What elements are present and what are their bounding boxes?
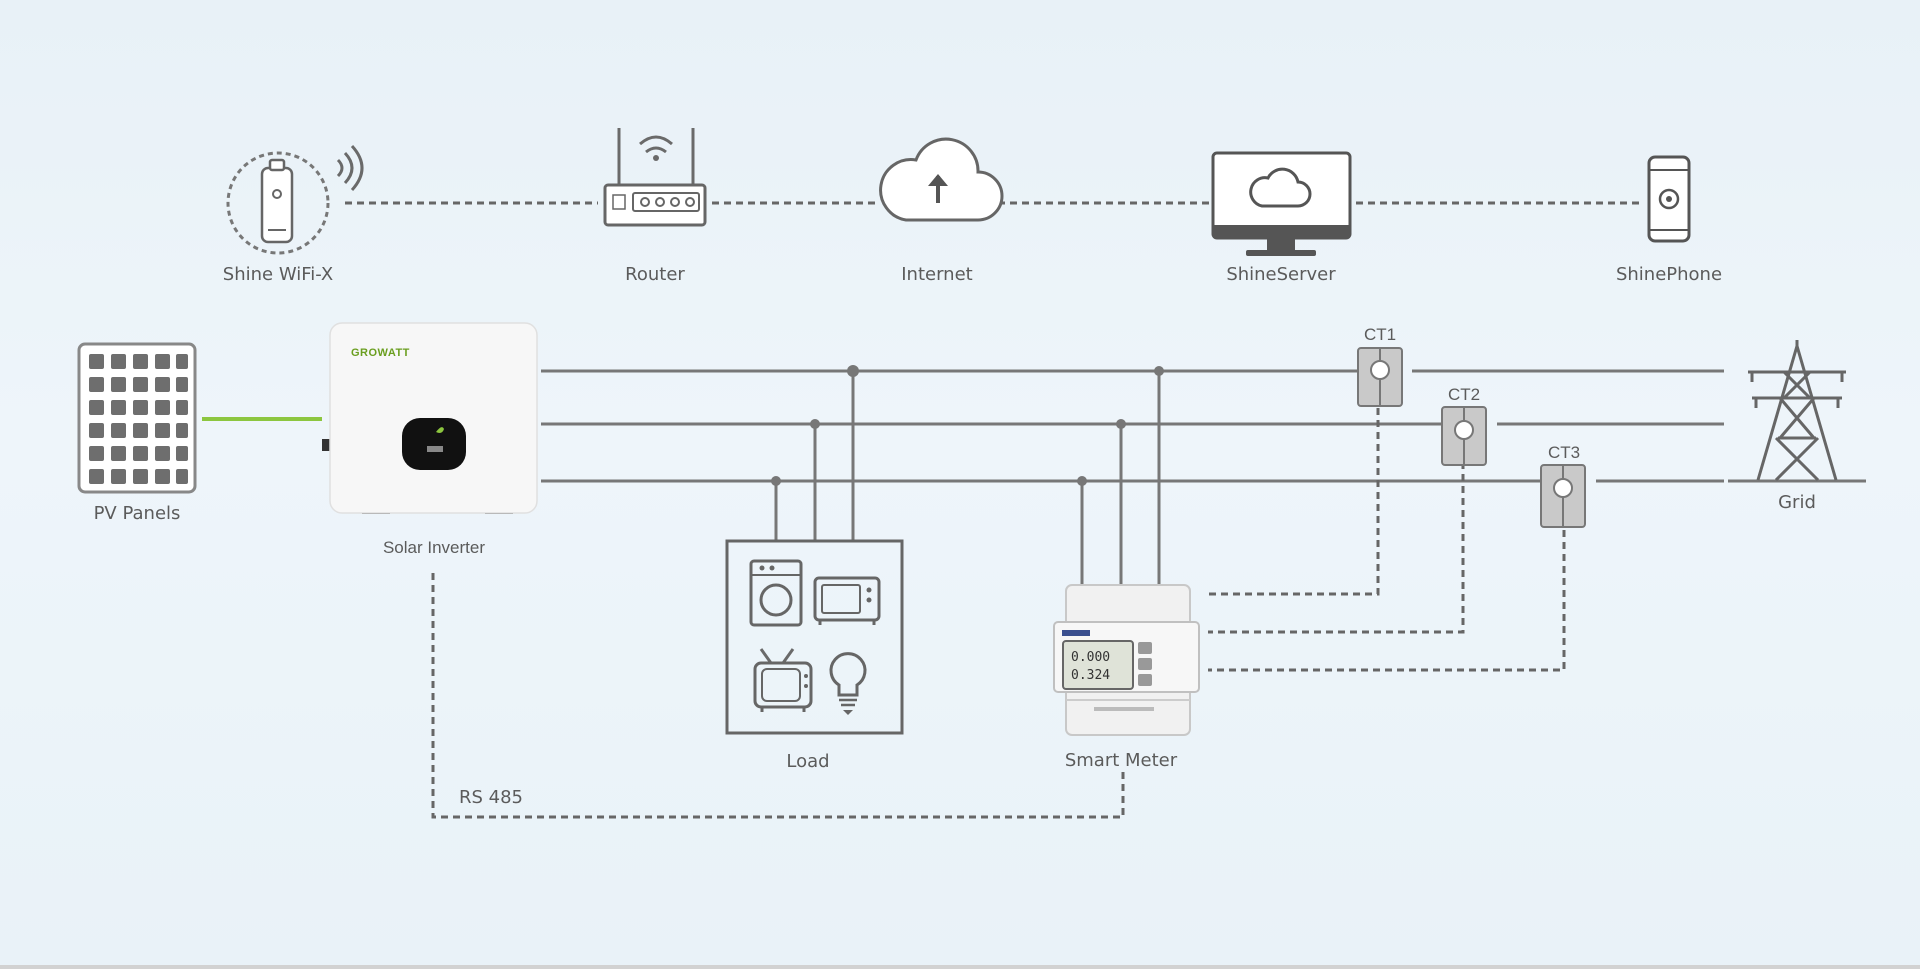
ct1-sensor [1357,347,1403,407]
washing-machine-icon [749,559,803,627]
shine-wifi-label: Shine WiFi-X [223,264,333,285]
grid-label: Grid [1778,492,1816,513]
ct3-label: CT3 [1548,443,1580,462]
ct3-sensor [1540,464,1586,528]
cloud-upload-icon [879,137,1004,222]
load-box [725,539,904,735]
router-icon [603,128,707,227]
load-label: Load [786,751,829,772]
internet-label: Internet [901,264,972,285]
ct2-label: CT2 [1448,385,1480,404]
rs485-label: RS 485 [459,787,523,808]
shine-wifi-icon [226,144,364,255]
shine-server-label: ShineServer [1226,264,1336,285]
light-bulb-icon [829,652,867,715]
inverter-brand-logo: GROWATT [351,347,410,359]
ct1-label: CT1 [1364,325,1396,344]
inverter-icon [322,322,538,514]
router-label: Router [625,264,685,285]
network-row: Shine WiFi-X Router Internet [223,128,1722,285]
svg-text:0.000: 0.000 [1071,650,1110,665]
smart-meter-label: Smart Meter [1065,750,1178,771]
solar-panel-icon [77,342,197,494]
tv-icon [753,648,813,712]
bottom-rule [0,965,1920,969]
transmission-tower-icon [1748,340,1846,482]
shine-phone-label: ShinePhone [1616,264,1722,285]
svg-text:0.324: 0.324 [1071,668,1110,683]
power-wiring [202,365,1866,819]
inverter-label: Solar Inverter [383,538,485,557]
smart-meter-icon: 0.000 0.324 [1053,584,1200,736]
pv-panels-label: PV Panels [94,503,181,524]
ct2-sensor [1441,406,1487,466]
monitor-cloud-icon [1211,151,1352,256]
microwave-icon [813,576,881,625]
smartphone-icon [1647,155,1691,243]
